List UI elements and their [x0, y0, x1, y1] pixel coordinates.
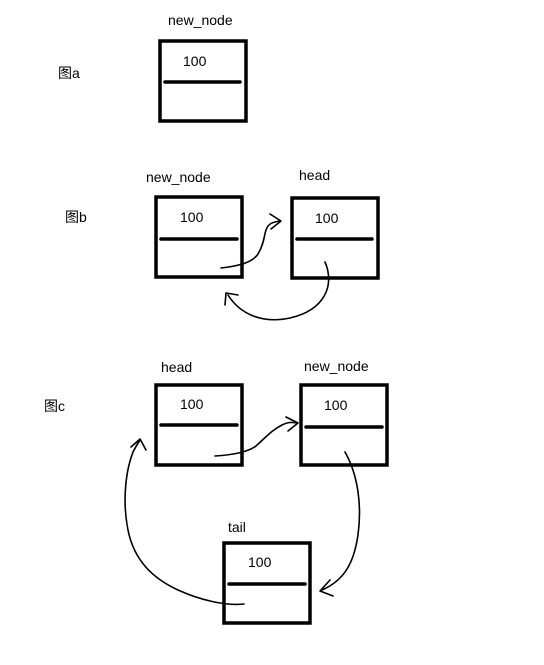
figure-b: 图b new_node 100 head 100: [65, 167, 380, 321]
figure-b-new_node-box: [154, 195, 244, 279]
figure-c-new_node-value: 100: [324, 397, 348, 413]
figure-b-head-value: 100: [315, 210, 339, 226]
figure-c-node-new_node: new_node 100: [299, 358, 389, 467]
figure-b-arrow-new_node-to-head: [220, 213, 282, 269]
figure-b-arrow-head-to-new_node: [224, 261, 330, 321]
figure-c-tail-value: 100: [248, 554, 272, 570]
figure-b-node-new_node: new_node 100: [146, 169, 244, 279]
figure-c-arrow-head-to-new_node: [214, 416, 299, 457]
figure-a: 图a new_node 100: [58, 12, 248, 123]
figure-c-caption: 图c: [44, 398, 65, 414]
figure-b-caption: 图b: [65, 209, 87, 225]
figure-c-head-value: 100: [180, 396, 204, 412]
figure-c-head-label: head: [161, 359, 192, 375]
figure-c-arrow-new_node-to-tail: [319, 451, 361, 597]
figure-a-caption: 图a: [58, 65, 80, 81]
figure-b-node-head: head 100: [290, 167, 380, 280]
figure-c: 图c head 100 new_node 100 tail 100: [44, 358, 389, 625]
figure-a-new_node-value: 100: [183, 53, 207, 69]
figure-c-new_node-box: [299, 383, 389, 467]
figure-b-new_node-label: new_node: [146, 169, 211, 185]
figure-a-new_node-label: new_node: [168, 12, 233, 28]
figure-b-head-label: head: [299, 167, 330, 183]
figure-b-new_node-value: 100: [180, 209, 204, 225]
figure-a-node-new_node: new_node 100: [158, 12, 248, 123]
figure-c-node-head: head 100: [154, 359, 244, 467]
figure-c-arrow-tail-to-head: [124, 438, 245, 606]
figure-c-new_node-label: new_node: [304, 358, 369, 374]
figure-c-tail-label: tail: [228, 519, 246, 535]
figure-c-node-tail: tail 100: [222, 519, 312, 625]
